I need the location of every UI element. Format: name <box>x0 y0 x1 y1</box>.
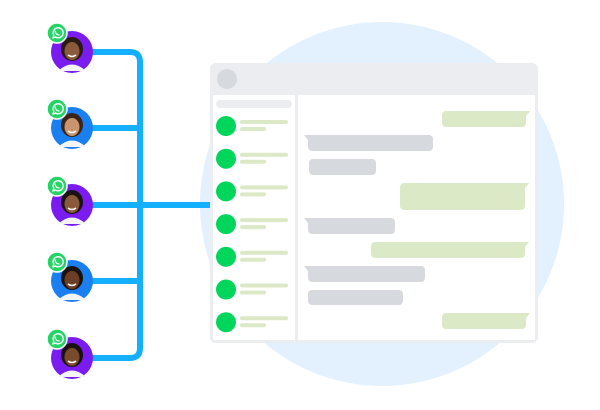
agent-list <box>46 22 93 379</box>
contact-name-line <box>240 283 288 288</box>
outgoing-message-bubble <box>442 313 530 329</box>
contact-item[interactable] <box>216 181 288 202</box>
outgoing-message-bubble <box>371 242 529 258</box>
agent-avatar[interactable] <box>51 260 93 302</box>
contact-item[interactable] <box>216 279 288 300</box>
contact-preview-line <box>240 127 266 131</box>
chat-window <box>210 63 538 343</box>
whatsapp-icon <box>46 175 68 197</box>
contact-name-line <box>240 120 288 124</box>
whatsapp-icon <box>46 328 68 350</box>
whatsapp-icon <box>46 98 68 120</box>
contact-avatar <box>216 312 236 333</box>
contact-avatar <box>216 148 236 169</box>
contact-item[interactable] <box>216 148 288 169</box>
sidebar-search-bar[interactable] <box>216 100 292 108</box>
incoming-message-bubble <box>308 290 403 305</box>
contact-item[interactable] <box>216 214 288 235</box>
connector-lines <box>90 49 215 361</box>
contact-preview-line <box>240 323 266 328</box>
contact-preview-line <box>240 192 266 197</box>
contact-avatar <box>216 279 236 300</box>
contact-preview-line <box>240 257 266 262</box>
contact-avatar <box>216 214 236 235</box>
contact-item[interactable] <box>216 116 288 136</box>
contact-name-line <box>240 218 288 223</box>
whatsapp-icon <box>46 251 68 273</box>
outgoing-message-bubble <box>400 183 529 210</box>
contact-avatar <box>216 116 236 136</box>
contact-name-line <box>240 152 288 157</box>
contact-name-line <box>240 185 288 190</box>
contact-preview-line <box>240 159 266 164</box>
contact-name-line <box>240 316 288 321</box>
contact-item[interactable] <box>216 246 288 267</box>
incoming-message-bubble <box>304 135 433 151</box>
contact-avatar <box>216 246 236 267</box>
whatsapp-icon <box>46 22 68 44</box>
incoming-message-bubble <box>304 218 395 234</box>
incoming-message-bubble <box>304 266 425 282</box>
contact-preview-line <box>240 225 266 230</box>
contact-name-line <box>240 250 288 255</box>
contact-avatar <box>216 181 236 202</box>
window-avatar-placeholder <box>217 69 237 89</box>
outgoing-message-bubble <box>442 111 530 127</box>
incoming-message-bubble <box>309 159 376 175</box>
contact-preview-line <box>240 290 266 295</box>
contact-list <box>216 116 288 333</box>
message-list <box>304 111 530 329</box>
contact-item[interactable] <box>216 312 288 333</box>
